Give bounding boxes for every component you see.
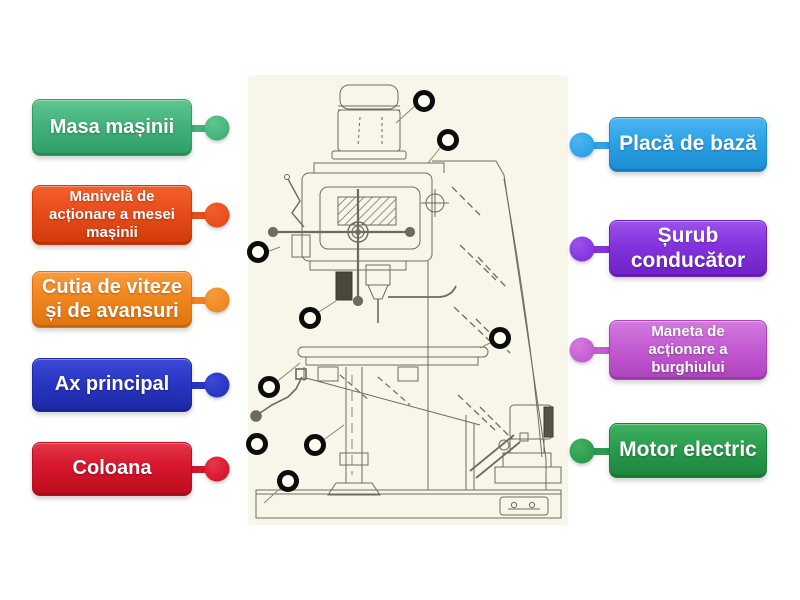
label-cutia-de-viteze-si-de-avansuri[interactable]: Cutia de viteze și de avansuri bbox=[32, 271, 192, 328]
label-connector-dot-cutia-de-viteze-si-de-avansuri[interactable] bbox=[204, 287, 230, 313]
answer-target-1[interactable] bbox=[413, 90, 435, 112]
diagram-paper bbox=[248, 75, 568, 525]
label-manivela-de-actionare-a-mesei-masinii[interactable]: Manivelă de acționare a mesei mașinii bbox=[32, 185, 192, 245]
label-connector-stem-motor-electric bbox=[580, 447, 613, 455]
drawing-leader-lines bbox=[263, 104, 495, 504]
answer-target-3[interactable] bbox=[247, 241, 269, 263]
label-connector-dot-placa-de-baza[interactable] bbox=[569, 132, 595, 158]
label-connector-stem-coloana bbox=[188, 465, 219, 473]
label-motor-electric[interactable]: Motor electric bbox=[609, 423, 767, 478]
label-coloana[interactable]: Coloana bbox=[32, 442, 192, 496]
answer-target-8[interactable] bbox=[304, 434, 326, 456]
answer-target-9[interactable] bbox=[277, 470, 299, 492]
drawing-feed-handle bbox=[267, 189, 416, 307]
label-surub-conducator[interactable]: Șurub conducător bbox=[609, 220, 767, 277]
answer-target-4[interactable] bbox=[299, 307, 321, 329]
label-connector-stem-maneta-de-actionare-a-burghiului bbox=[580, 346, 613, 354]
label-ax-principal[interactable]: Ax principal bbox=[32, 358, 192, 412]
drawing-top-motor bbox=[331, 84, 407, 160]
machine-drawing bbox=[250, 84, 562, 519]
label-maneta-de-actionare-a-burghiului[interactable]: Maneta de acționare a burghiului bbox=[609, 320, 767, 380]
drawing-column-pipe bbox=[327, 367, 381, 496]
label-connector-stem-masa-masinii bbox=[188, 124, 219, 132]
drawing-spindle bbox=[309, 260, 457, 323]
drawing-table bbox=[297, 346, 489, 426]
label-connector-stem-placa-de-baza bbox=[580, 141, 613, 149]
label-connector-stem-cutia-de-viteze-si-de-avansuri bbox=[188, 296, 219, 304]
label-connector-dot-manivela-de-actionare-a-mesei-masinii[interactable] bbox=[204, 202, 230, 228]
label-connector-dot-masa-masinii[interactable] bbox=[204, 115, 230, 141]
label-connector-dot-coloana[interactable] bbox=[204, 456, 230, 482]
answer-target-2[interactable] bbox=[437, 129, 459, 151]
label-connector-stem-manivela-de-actionare-a-mesei-masinii bbox=[188, 211, 219, 219]
label-placa-de-baza[interactable]: Placă de bază bbox=[609, 117, 767, 172]
label-masa-masinii[interactable]: Masa mașinii bbox=[32, 99, 192, 156]
label-connector-dot-maneta-de-actionare-a-burghiului[interactable] bbox=[569, 337, 595, 363]
label-connector-dot-motor-electric[interactable] bbox=[569, 438, 595, 464]
label-connector-stem-ax-principal bbox=[188, 381, 219, 389]
drawing-head bbox=[284, 162, 445, 262]
answer-target-6[interactable] bbox=[258, 376, 280, 398]
drawing-bottom-motor bbox=[469, 404, 562, 484]
label-connector-dot-surub-conducator[interactable] bbox=[569, 236, 595, 262]
drawing-table-crank bbox=[250, 368, 307, 422]
drawing-base bbox=[255, 489, 562, 519]
label-connector-dot-ax-principal[interactable] bbox=[204, 372, 230, 398]
answer-target-5[interactable] bbox=[489, 327, 511, 349]
answer-target-7[interactable] bbox=[246, 433, 268, 455]
label-connector-stem-surub-conducator bbox=[580, 245, 613, 253]
